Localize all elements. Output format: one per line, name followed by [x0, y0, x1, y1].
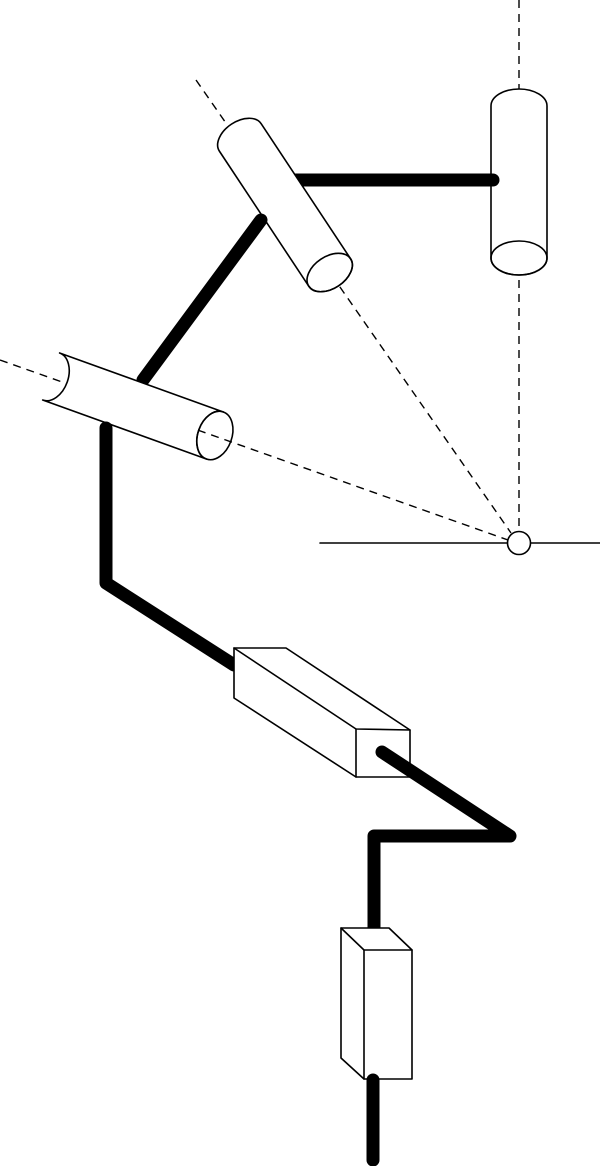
joint-5-box [340, 927, 413, 1080]
link-3-4 [99, 421, 241, 672]
link-4-5 [367, 745, 517, 947]
joint-1-cylinder [490, 88, 548, 276]
origin-point [506, 530, 532, 556]
joint-axes [0, 0, 520, 541]
joint-2-cylinder [216, 117, 354, 293]
link-2-3 [136, 213, 268, 387]
joint-3-cylinder [41, 352, 234, 461]
